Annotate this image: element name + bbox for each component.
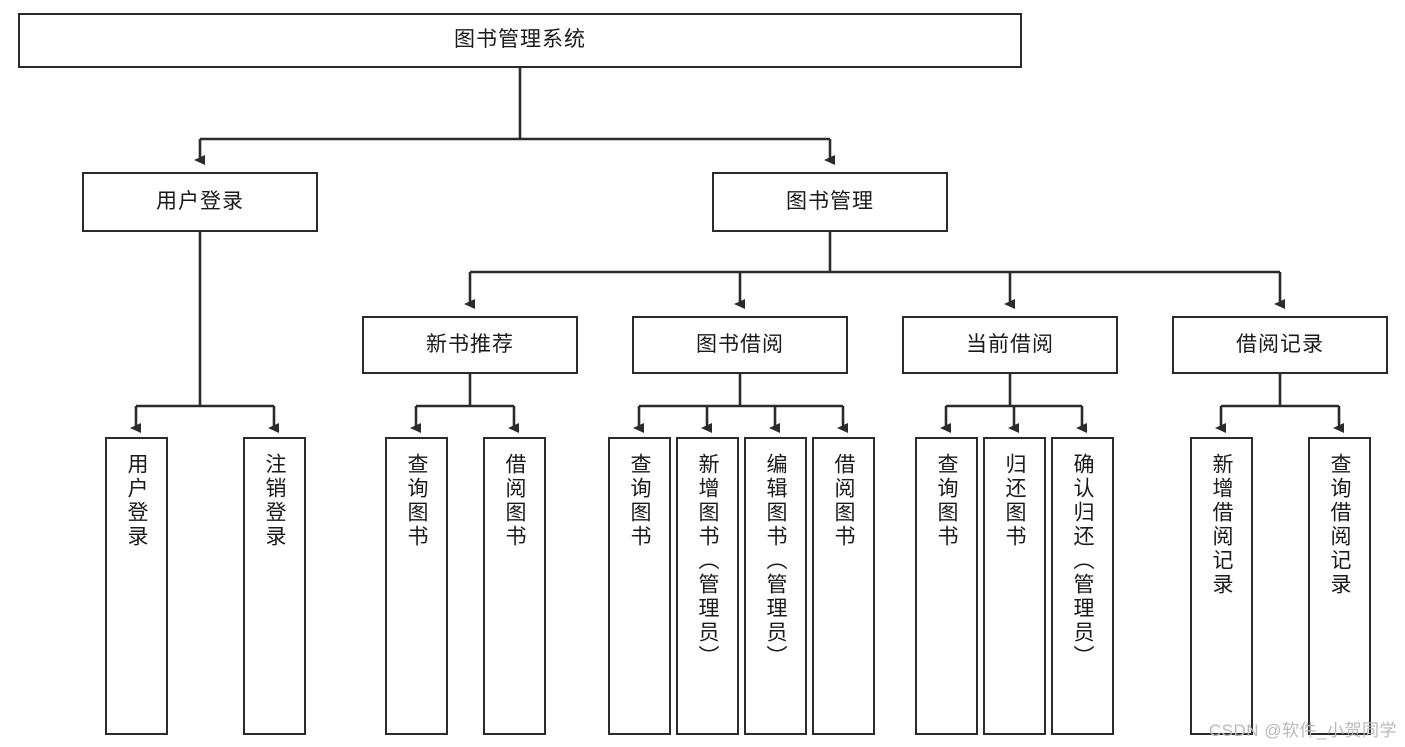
node-leaf-10-label: 确认归还（管理员） [1071, 453, 1094, 669]
node-leaf-1[interactable]: 注销登录 [243, 437, 306, 735]
node-level3-1-label: 图书借阅 [696, 332, 784, 356]
node-level3-0-label: 新书推荐 [426, 332, 514, 356]
node-leaf-7-label: 借阅图书 [832, 453, 855, 549]
node-leaf-5-label: 新增图书（管理员） [696, 453, 719, 669]
node-leaf-12[interactable]: 查询借阅记录 [1308, 437, 1371, 735]
node-leaf-1-label: 注销登录 [263, 453, 286, 549]
node-leaf-5[interactable]: 新增图书（管理员） [676, 437, 739, 735]
node-leaf-6-label: 编辑图书（管理员） [764, 453, 787, 669]
node-leaf-9[interactable]: 归还图书 [983, 437, 1046, 735]
node-leaf-11[interactable]: 新增借阅记录 [1190, 437, 1253, 735]
node-level2-0-label: 用户登录 [156, 189, 244, 213]
node-leaf-0-label: 用户登录 [125, 453, 148, 549]
node-leaf-9-label: 归还图书 [1003, 453, 1026, 549]
node-leaf-3-label: 借阅图书 [503, 453, 526, 549]
node-level3-3-label: 借阅记录 [1236, 332, 1324, 356]
node-level3-3[interactable]: 借阅记录 [1172, 316, 1388, 374]
node-root-label: 图书管理系统 [454, 28, 586, 52]
node-level3-1[interactable]: 图书借阅 [632, 316, 848, 374]
node-level3-2[interactable]: 当前借阅 [902, 316, 1118, 374]
node-level3-2-label: 当前借阅 [966, 332, 1054, 356]
node-leaf-10[interactable]: 确认归还（管理员） [1051, 437, 1114, 735]
node-leaf-4[interactable]: 查询图书 [608, 437, 671, 735]
node-leaf-7[interactable]: 借阅图书 [812, 437, 875, 735]
node-level2-1[interactable]: 图书管理 [712, 172, 948, 232]
node-leaf-12-label: 查询借阅记录 [1328, 453, 1351, 597]
node-level3-0[interactable]: 新书推荐 [362, 316, 578, 374]
node-leaf-3[interactable]: 借阅图书 [483, 437, 546, 735]
node-leaf-2-label: 查询图书 [405, 453, 428, 549]
node-leaf-4-label: 查询图书 [628, 453, 651, 549]
node-leaf-8-label: 查询图书 [935, 453, 958, 549]
node-root[interactable]: 图书管理系统 [18, 13, 1022, 68]
node-leaf-6[interactable]: 编辑图书（管理员） [744, 437, 807, 735]
node-leaf-2[interactable]: 查询图书 [385, 437, 448, 735]
node-level2-1-label: 图书管理 [786, 189, 874, 213]
node-level2-0[interactable]: 用户登录 [82, 172, 318, 232]
node-leaf-8[interactable]: 查询图书 [915, 437, 978, 735]
node-leaf-0[interactable]: 用户登录 [105, 437, 168, 735]
node-leaf-11-label: 新增借阅记录 [1210, 453, 1233, 597]
